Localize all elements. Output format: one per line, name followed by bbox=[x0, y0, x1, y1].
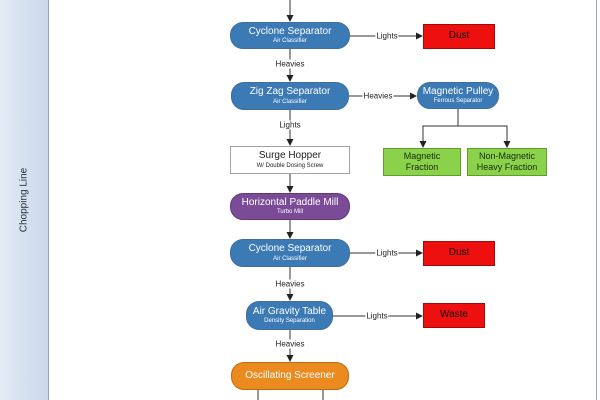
node-magnetic-fraction: Magnetic Fraction bbox=[383, 148, 461, 176]
node-magnetic-pulley: Magnetic Pulley Ferrous Separator bbox=[417, 82, 499, 109]
node-subtitle: Air Classifier bbox=[273, 98, 307, 105]
node-zig-zag-separator: Zig Zag Separator Air Classifier bbox=[231, 82, 349, 110]
right-frame-border bbox=[596, 0, 597, 400]
node-title: Oscillating Screener bbox=[245, 369, 335, 381]
edge-pulley-nonmag bbox=[458, 125, 511, 148]
node-dust-2: Dust bbox=[423, 241, 495, 266]
node-line-1: Non-Magnetic bbox=[478, 150, 536, 161]
node-waste: Waste bbox=[423, 303, 485, 328]
edge-label-lights-dust-1: Lights bbox=[375, 31, 399, 41]
node-line-1: Magnetic bbox=[403, 150, 441, 161]
node-subtitle: Density Separation bbox=[264, 318, 315, 325]
edge-label-heavies-zigzag: Heavies bbox=[274, 59, 306, 69]
edge-label-heavies-pulley: Heavies bbox=[362, 91, 394, 101]
node-line-2: Heavy Fraction bbox=[476, 162, 538, 172]
node-title: Air Gravity Table bbox=[252, 305, 327, 317]
node-subtitle: Turbo Mill bbox=[276, 209, 304, 216]
node-subtitle: Air Classifier bbox=[273, 255, 307, 262]
node-surge-hopper: Surge Hopper W/ Double Dosing Screw bbox=[230, 146, 350, 174]
node-title: Surge Hopper bbox=[258, 150, 322, 162]
node-title: Dust bbox=[448, 30, 470, 42]
node-cyclone-separator-2: Cyclone Separator Air Classifier bbox=[230, 239, 350, 267]
node-title: Cyclone Separator bbox=[248, 243, 332, 255]
node-cyclone-separator-1: Cyclone Separator Air Classifier bbox=[230, 22, 350, 49]
node-subtitle: W/ Double Dosing Screw bbox=[256, 162, 324, 169]
node-horizontal-paddle-mill: Horizontal Paddle Mill Turbo Mill bbox=[230, 193, 350, 220]
node-dust-1: Dust bbox=[423, 24, 495, 49]
node-subtitle: Ferrous Separator bbox=[433, 98, 483, 105]
node-title: Dust bbox=[448, 247, 470, 259]
node-subtitle: Air Classifier bbox=[273, 38, 307, 45]
node-title: Zig Zag Separator bbox=[249, 86, 331, 98]
node-air-gravity-table: Air Gravity Table Density Separation bbox=[246, 301, 333, 330]
node-oscillating-screener: Oscillating Screener bbox=[231, 362, 349, 390]
edge-label-lights-surge: Lights bbox=[278, 120, 302, 130]
swimlane-header: Chopping Line bbox=[0, 0, 49, 400]
node-line-2: Fraction bbox=[405, 162, 439, 172]
edge-label-heavies-airtable: Heavies bbox=[274, 279, 306, 289]
node-non-magnetic-heavy-fraction: Non-Magnetic Heavy Fraction bbox=[467, 148, 547, 176]
node-title: Waste bbox=[440, 309, 468, 321]
edge-label-heavies-screener: Heavies bbox=[274, 339, 306, 349]
node-title: Cyclone Separator bbox=[248, 25, 332, 37]
edge-pulley-split bbox=[419, 109, 459, 148]
edge-label-lights-dust-2: Lights bbox=[375, 248, 399, 258]
edge-label-lights-waste: Lights bbox=[365, 311, 389, 321]
node-title: Magnetic Pulley bbox=[422, 85, 494, 97]
node-title: Horizontal Paddle Mill bbox=[241, 196, 339, 208]
